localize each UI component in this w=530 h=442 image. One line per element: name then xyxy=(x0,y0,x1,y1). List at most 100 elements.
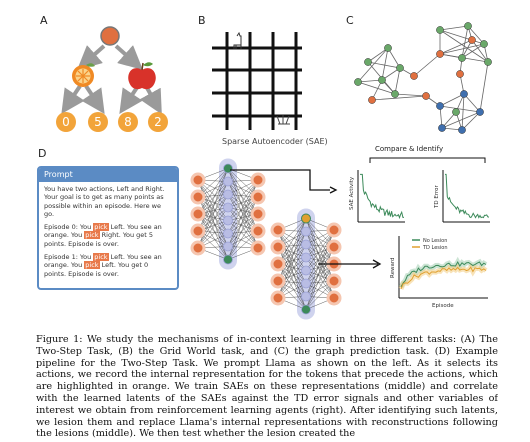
graph-edge xyxy=(441,111,481,129)
highlight-token: pick xyxy=(84,261,100,270)
graph-edge xyxy=(463,93,481,113)
latent-neuron xyxy=(301,304,311,315)
input-neuron xyxy=(270,273,286,289)
network-edge xyxy=(197,168,229,215)
latent-neuron xyxy=(223,189,233,200)
network-edge xyxy=(277,231,307,299)
latent-neuron xyxy=(301,252,311,263)
graph-node xyxy=(422,92,430,100)
graph-edge xyxy=(394,93,427,97)
network-edge xyxy=(305,246,335,284)
network-edge xyxy=(197,194,229,249)
apple-fruit-icon xyxy=(128,62,156,90)
td-error-plot: TD Error xyxy=(434,170,490,223)
arrow-orange-left xyxy=(61,84,85,114)
input-neuron xyxy=(190,172,206,188)
output-neuron xyxy=(250,189,266,205)
graph-edge xyxy=(467,25,485,45)
leaf-node-0 xyxy=(56,112,76,132)
prompt-paragraph-intro: You have two actions, Left and Right. Yo… xyxy=(44,185,165,218)
input-neuron xyxy=(270,222,286,238)
reward-no-lesion-series xyxy=(400,260,487,288)
graph-node xyxy=(410,72,418,80)
network-edge xyxy=(305,218,335,265)
graph-node xyxy=(468,36,476,44)
network-edge xyxy=(305,244,335,299)
graph-node xyxy=(480,40,488,48)
latent-neuron xyxy=(301,278,311,289)
graph-edge xyxy=(367,47,389,63)
network-edge xyxy=(277,231,307,282)
prompt-title: Prompt xyxy=(39,168,177,182)
prompt-text: Left. You see an orange. You xyxy=(44,223,162,240)
sae-activity-series xyxy=(360,173,404,220)
network-edge xyxy=(227,207,259,249)
network-edge xyxy=(305,229,335,297)
network-edge xyxy=(305,229,335,284)
input-neuron xyxy=(270,239,286,255)
input-neuron xyxy=(190,189,206,205)
network-edge xyxy=(227,196,259,247)
prompt-box: Prompt You have two actions, Left and Ri… xyxy=(37,166,179,290)
graph-node xyxy=(460,90,468,98)
figure-caption: Figure 1: We study the mechanisms of in-… xyxy=(36,334,498,440)
network-edge xyxy=(277,244,307,299)
graph-edge xyxy=(461,93,465,131)
reward-ylabel: Reward xyxy=(390,258,396,278)
graph-edge xyxy=(371,95,427,101)
prompt-text: Episode 1: You xyxy=(44,253,94,262)
network-edge xyxy=(227,181,259,232)
leaf-value-2: 8 xyxy=(124,115,132,129)
network-edge xyxy=(197,179,229,247)
latent-neuron xyxy=(223,215,233,226)
graph-edge xyxy=(461,25,469,59)
network-edge xyxy=(277,218,307,282)
graph-node xyxy=(378,76,386,84)
graph-edge xyxy=(394,67,401,95)
graph-edge xyxy=(413,53,441,77)
graph-node xyxy=(384,44,392,52)
network-edge xyxy=(277,218,307,265)
latent-neuron xyxy=(223,254,233,265)
network-edge xyxy=(277,229,307,284)
panel-b-label: B xyxy=(198,14,206,27)
graph-edge xyxy=(439,105,481,113)
reward-td-lesion-series xyxy=(400,266,487,290)
graph-edge xyxy=(461,43,485,59)
panel-c-label: C xyxy=(346,14,354,27)
graph-node xyxy=(458,54,466,62)
graph-node xyxy=(458,126,466,134)
output-neuron xyxy=(326,273,342,289)
latent-neuron xyxy=(301,291,311,302)
output-neuron xyxy=(250,206,266,222)
graph-edge xyxy=(439,43,485,55)
leaf-value-0: 0 xyxy=(62,115,70,129)
compare-label: Compare & Identify xyxy=(375,145,444,153)
panel-a-label: A xyxy=(40,14,48,27)
input-neuron xyxy=(270,290,286,306)
episode-xlabel: Episode xyxy=(432,303,454,309)
graph-edge xyxy=(461,111,481,131)
graph-edge xyxy=(439,39,473,55)
latent-neuron xyxy=(223,228,233,239)
network-edge xyxy=(277,246,307,297)
network-edge xyxy=(277,229,307,297)
prompt-text: Right. You get 5 points. Episode is over… xyxy=(44,231,154,248)
graph-node xyxy=(452,108,460,116)
network-edge xyxy=(305,231,335,299)
prompt-text: Left. You see an orange. You xyxy=(44,253,162,270)
leaf-node-3 xyxy=(148,112,168,132)
output-neuron xyxy=(326,222,342,238)
graph-node xyxy=(464,22,472,30)
sae-network-lesion xyxy=(270,208,342,320)
graph-node xyxy=(396,64,404,72)
network-edge xyxy=(197,196,229,260)
latent-neuron xyxy=(301,265,311,276)
highlight-token: pick xyxy=(93,223,109,232)
arrow-head xyxy=(372,259,382,269)
highlight-token: pick xyxy=(84,231,100,240)
output-neuron xyxy=(250,172,266,188)
network-edge xyxy=(197,168,229,232)
